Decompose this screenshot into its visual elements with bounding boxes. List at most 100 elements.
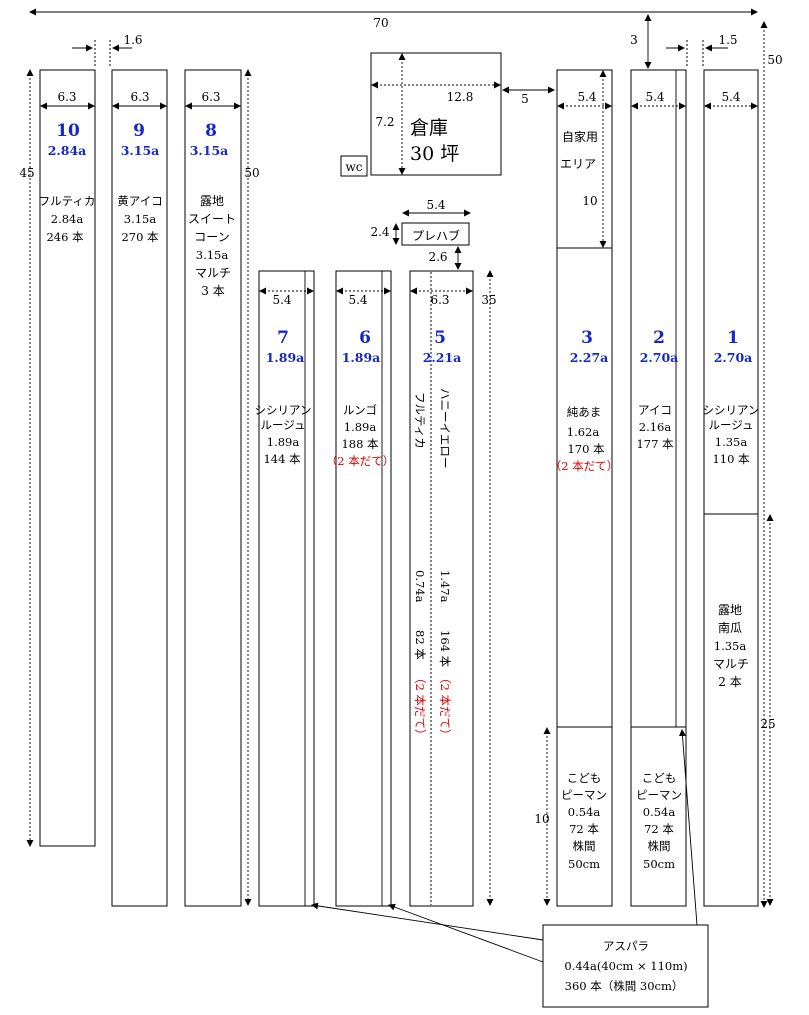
crop-name: 純あま bbox=[567, 405, 602, 419]
crop-name: ルージュ bbox=[261, 418, 306, 432]
prefab-depth: 2.4 bbox=[370, 225, 389, 239]
bed-width-label: 5.4 bbox=[577, 90, 596, 104]
plot-number: 2 bbox=[653, 328, 665, 348]
asparagus-area: 0.44a(40cm × 110m) bbox=[564, 959, 687, 973]
spacing-dimension-left: 1.6 bbox=[72, 33, 143, 68]
crop-name: スイート bbox=[188, 212, 236, 226]
warehouse-gap-dimension: 5 bbox=[502, 86, 555, 106]
plot-area: 3.15a bbox=[121, 143, 160, 158]
crop-note: （2 本だて） bbox=[550, 459, 618, 473]
crop-area: 1.35a bbox=[715, 435, 748, 449]
crop-count: 270 本 bbox=[121, 230, 159, 244]
crop-line: マルチ bbox=[195, 266, 231, 280]
asparagus-name: アスパラ bbox=[603, 939, 649, 953]
bed-width-label: 6.3 bbox=[130, 90, 149, 104]
home-area-line1: 自家用 bbox=[562, 129, 598, 144]
plot-number: 9 bbox=[133, 121, 145, 141]
bottom-line: 72 本 bbox=[644, 822, 674, 836]
plot-number: 8 bbox=[205, 121, 217, 141]
bed-width-label: 6.3 bbox=[201, 90, 220, 104]
bed-width-label: 6.3 bbox=[57, 90, 76, 104]
crop-count: 82 本 bbox=[413, 630, 427, 660]
bottom-line: 1.35a bbox=[714, 639, 747, 653]
warehouse-size: 30 坪 bbox=[410, 143, 459, 165]
plot-6: 5.4 6 1.89a ルンゴ 1.89a 188 本 （2 本だて） bbox=[326, 270, 394, 907]
bed-width-label: 5.4 bbox=[348, 293, 367, 307]
warehouse-gap-label: 5 bbox=[521, 92, 529, 106]
bed-depth-label: 45 bbox=[19, 166, 34, 180]
crop-area: 0.74a bbox=[413, 570, 427, 603]
bed5-depth-dimension: 35 bbox=[481, 270, 497, 906]
bottom-line: 株間 bbox=[573, 839, 596, 853]
prefab: 5.4 プレハブ 2.4 2.6 bbox=[370, 198, 471, 270]
crop-note: （2 本だて） bbox=[326, 454, 394, 468]
crop-count: 170 本 bbox=[567, 442, 605, 456]
crop-name: 黄アイコ bbox=[117, 194, 162, 208]
crop-area: 3.15a bbox=[196, 248, 229, 262]
prefab-gap-label: 2.6 bbox=[428, 250, 447, 264]
plot-number: 7 bbox=[277, 328, 289, 348]
plot-area: 2.70a bbox=[640, 350, 679, 365]
spacing-dimension-right: 1.5 bbox=[666, 33, 738, 68]
crop-name: フルティカ bbox=[39, 194, 96, 208]
plot-9: 6.3 9 3.15a 黄アイコ 3.15a 270 本 bbox=[111, 69, 168, 907]
plot-10: 6.3 10 2.84a フルティカ 2.84a 246 本 bbox=[39, 69, 96, 847]
bottom-line: こども bbox=[567, 771, 602, 785]
plot-5: 6.3 5 2.21a ハニーイエロー 1.47a 164 本 （2 本だて） … bbox=[409, 270, 474, 907]
plot-area: 2.27a bbox=[570, 350, 609, 365]
crop-count: 144 本 bbox=[263, 452, 301, 466]
crop-note: （2 本だて） bbox=[413, 672, 427, 740]
crop-name: ハニーイエロー bbox=[438, 388, 452, 468]
crop-name: シシリアン bbox=[254, 403, 311, 417]
plot-number: 10 bbox=[56, 121, 80, 141]
plot-1: 5.4 1 2.70a シシリアン ルージュ 1.35a 110 本 露地 南瓜… bbox=[702, 69, 760, 907]
plot-area: 2.70a bbox=[714, 350, 753, 365]
bed8-depth-dimension: 50 bbox=[244, 69, 260, 906]
bottom-section-depth-dimension: 10 bbox=[534, 727, 551, 906]
crop-area: 1.89a bbox=[267, 435, 300, 449]
crop-area: 2.84a bbox=[51, 212, 84, 226]
plot-area: 2.84a bbox=[48, 143, 87, 158]
plot-area: 1.89a bbox=[266, 350, 305, 365]
asparagus-count: 360 本（株間 30cm） bbox=[565, 979, 684, 993]
total-width-label: 70 bbox=[373, 16, 388, 30]
asparagus-callout: アスパラ 0.44a(40cm × 110m) 360 本（株間 30cm） bbox=[311, 729, 709, 1008]
total-depth-dimension: 50 bbox=[760, 21, 783, 908]
crop-count: 246 本 bbox=[46, 230, 84, 244]
warehouse: 12.8 7.2 倉庫 30 坪 bbox=[370, 52, 502, 176]
plot-area: 3.15a bbox=[190, 143, 229, 158]
wc-label: wc bbox=[346, 160, 363, 174]
bed-width-label: 5.4 bbox=[721, 90, 740, 104]
pumpkin-section-depth-dimension: 25 bbox=[760, 514, 776, 906]
bed-width-label: 5.4 bbox=[272, 293, 291, 307]
pumpkin-section-depth-label: 25 bbox=[760, 717, 775, 731]
bottom-line: 72 本 bbox=[569, 822, 599, 836]
crop-area: 3.15a bbox=[124, 212, 157, 226]
total-depth-label: 50 bbox=[767, 53, 782, 67]
crop-name: フルティカ bbox=[413, 392, 427, 449]
crop-column-b: フルティカ 0.74a 82 本 （2 本だて） bbox=[413, 392, 427, 740]
bed8-depth-label: 50 bbox=[244, 166, 259, 180]
crop-note: （2 本だて） bbox=[438, 672, 452, 740]
warehouse-depth: 7.2 bbox=[375, 115, 394, 129]
bed-width-label: 6.3 bbox=[430, 293, 449, 307]
bed-width-label: 5.4 bbox=[645, 90, 664, 104]
crop-name: シシリアン bbox=[702, 403, 759, 417]
bottom-line: 0.54a bbox=[643, 805, 676, 819]
bottom-line: こども bbox=[642, 771, 677, 785]
prefab-label: プレハブ bbox=[412, 228, 460, 243]
warehouse-name: 倉庫 bbox=[410, 117, 448, 139]
top-margin-label: 3 bbox=[630, 33, 638, 47]
bottom-line: 2 本 bbox=[718, 675, 741, 689]
spacing-label-right: 1.5 bbox=[718, 33, 737, 47]
bottom-line: 南瓜 bbox=[718, 620, 742, 635]
bottom-section-depth-label: 10 bbox=[534, 812, 549, 826]
plot-3: 5.4 自家用 エリア 10 3 2.27a 純あま 1.62a 170 本 （… bbox=[550, 69, 618, 907]
bottom-line: マルチ bbox=[713, 657, 749, 671]
crop-count: 110 本 bbox=[712, 452, 750, 466]
crop-line: 露地 bbox=[200, 194, 224, 208]
plot-2: 5.4 2 2.70a アイコ 2.16a 177 本 こども ピーマン 0.5… bbox=[630, 69, 687, 907]
plot-number: 5 bbox=[434, 328, 446, 348]
plot-7: 5.4 7 1.89a シシリアン ルージュ 1.89a 144 本 bbox=[254, 270, 315, 907]
spacing-label-left: 1.6 bbox=[123, 33, 142, 47]
